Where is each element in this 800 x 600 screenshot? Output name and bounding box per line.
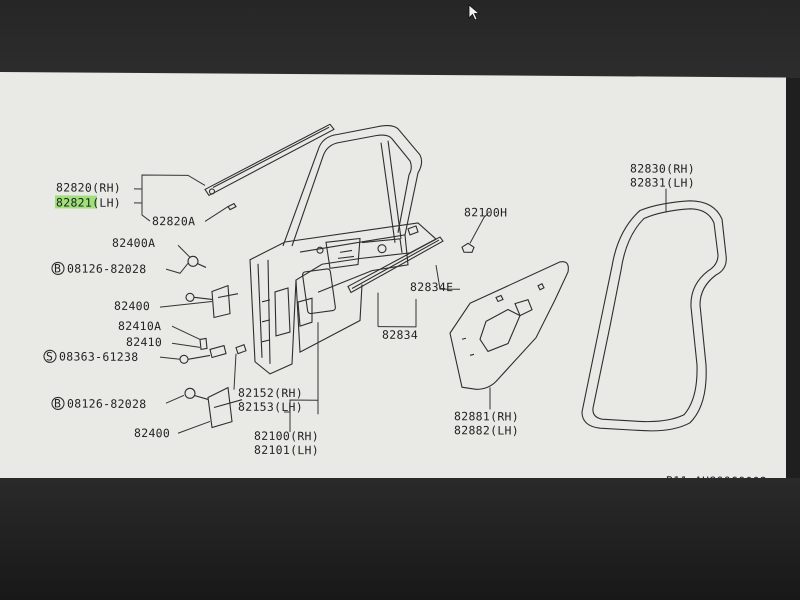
door-weatherstrip-seal	[581, 200, 727, 432]
label-screw: 08363-61238	[59, 349, 138, 364]
label-82410: 82410	[126, 335, 162, 349]
door-outer-weatherstrip	[204, 123, 335, 211]
label-bolt1: 08126-82028	[67, 261, 146, 276]
label-82101-lh: 82101(LH)	[254, 443, 319, 457]
label-82882-lh: 82882(LH)	[454, 423, 519, 437]
label-82834: 82834	[382, 328, 418, 342]
b-circle-icon	[51, 396, 65, 410]
leader-lines	[134, 174, 667, 434]
parts-diagram: 82820(RH) 82821(LH) 82820A 82400A B 0812…	[43, 123, 767, 485]
label-82820a: 82820A	[152, 214, 195, 228]
label-82400a: 82400A	[112, 236, 155, 250]
label-82153-lh: 82153(LH)	[238, 400, 303, 414]
bolt1-prefix: B	[54, 261, 61, 275]
label-82400-lower: 82400	[134, 426, 170, 440]
rear-door-shell	[249, 125, 437, 375]
label-82410a: 82410A	[118, 319, 161, 333]
screw-prefix: S	[46, 349, 53, 363]
upper-hinge	[185, 255, 239, 319]
door-clip	[461, 242, 475, 253]
label-82831-lh: 82831(LH)	[630, 175, 695, 189]
label-82830-rh: 82830(RH)	[630, 161, 695, 175]
label-82400-upper: 82400	[114, 299, 150, 313]
label-82820-rh: 82820(RH)	[56, 180, 121, 194]
mouse-pointer-icon	[468, 4, 480, 21]
lower-hinge	[179, 337, 247, 429]
door-sealing-screen	[449, 261, 569, 390]
b-circle-icon	[51, 261, 65, 275]
parts-diagram-panel: 82820(RH) 82821(LH) 82820A 82400A B 0812…	[0, 72, 786, 486]
label-82100-rh: 82100(RH)	[254, 429, 319, 443]
s-circle-icon	[43, 349, 57, 363]
monitor-bezel-bottom	[0, 478, 800, 600]
beltline-moulding	[347, 225, 444, 294]
monitor-bezel-top	[0, 0, 800, 78]
bolt2-prefix: B	[54, 396, 61, 410]
label-82881-rh: 82881(RH)	[454, 409, 519, 423]
label-82100h: 82100H	[464, 205, 507, 219]
label-bolt2: 08126-82028	[67, 396, 146, 411]
label-82834e: 82834E	[410, 280, 453, 294]
label-82152-rh: 82152(RH)	[238, 386, 303, 400]
highlight-82821	[55, 195, 97, 209]
label-82821-lh: 82821(LH)	[56, 195, 121, 209]
